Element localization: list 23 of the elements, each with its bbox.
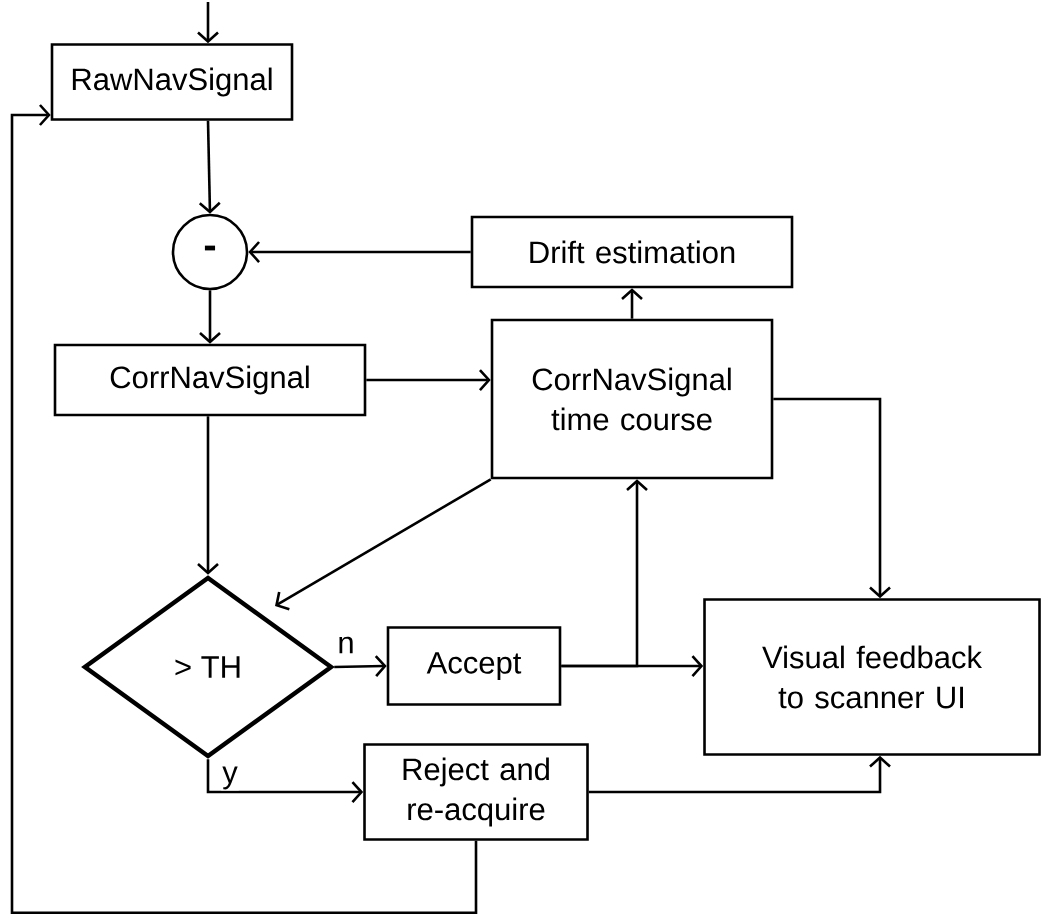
arrow xyxy=(10,104,478,915)
arrow xyxy=(275,478,492,611)
edge-label: n xyxy=(336,635,356,655)
process-box: CorrNavSignal time course xyxy=(490,318,774,480)
arrow xyxy=(621,288,643,319)
edge-label: y xyxy=(221,765,239,791)
arrow xyxy=(773,397,891,599)
arrow xyxy=(197,416,219,575)
arrow xyxy=(199,290,221,344)
process-box: Drift estimation xyxy=(470,215,794,289)
arrow xyxy=(561,479,648,668)
arrow xyxy=(198,120,221,214)
arrow xyxy=(366,369,491,391)
process-box: Reject and re-acquire xyxy=(363,743,589,841)
arrow xyxy=(248,241,471,263)
arrow xyxy=(334,655,387,678)
process-box: Visual feedback to scanner UI xyxy=(703,598,1041,756)
arrow xyxy=(206,759,364,803)
process-box: CorrNavSignal xyxy=(53,343,367,417)
arrow xyxy=(197,2,219,44)
process-box: RawNavSignal xyxy=(50,43,294,121)
process-box: Accept xyxy=(386,626,562,706)
arrow xyxy=(588,755,891,794)
